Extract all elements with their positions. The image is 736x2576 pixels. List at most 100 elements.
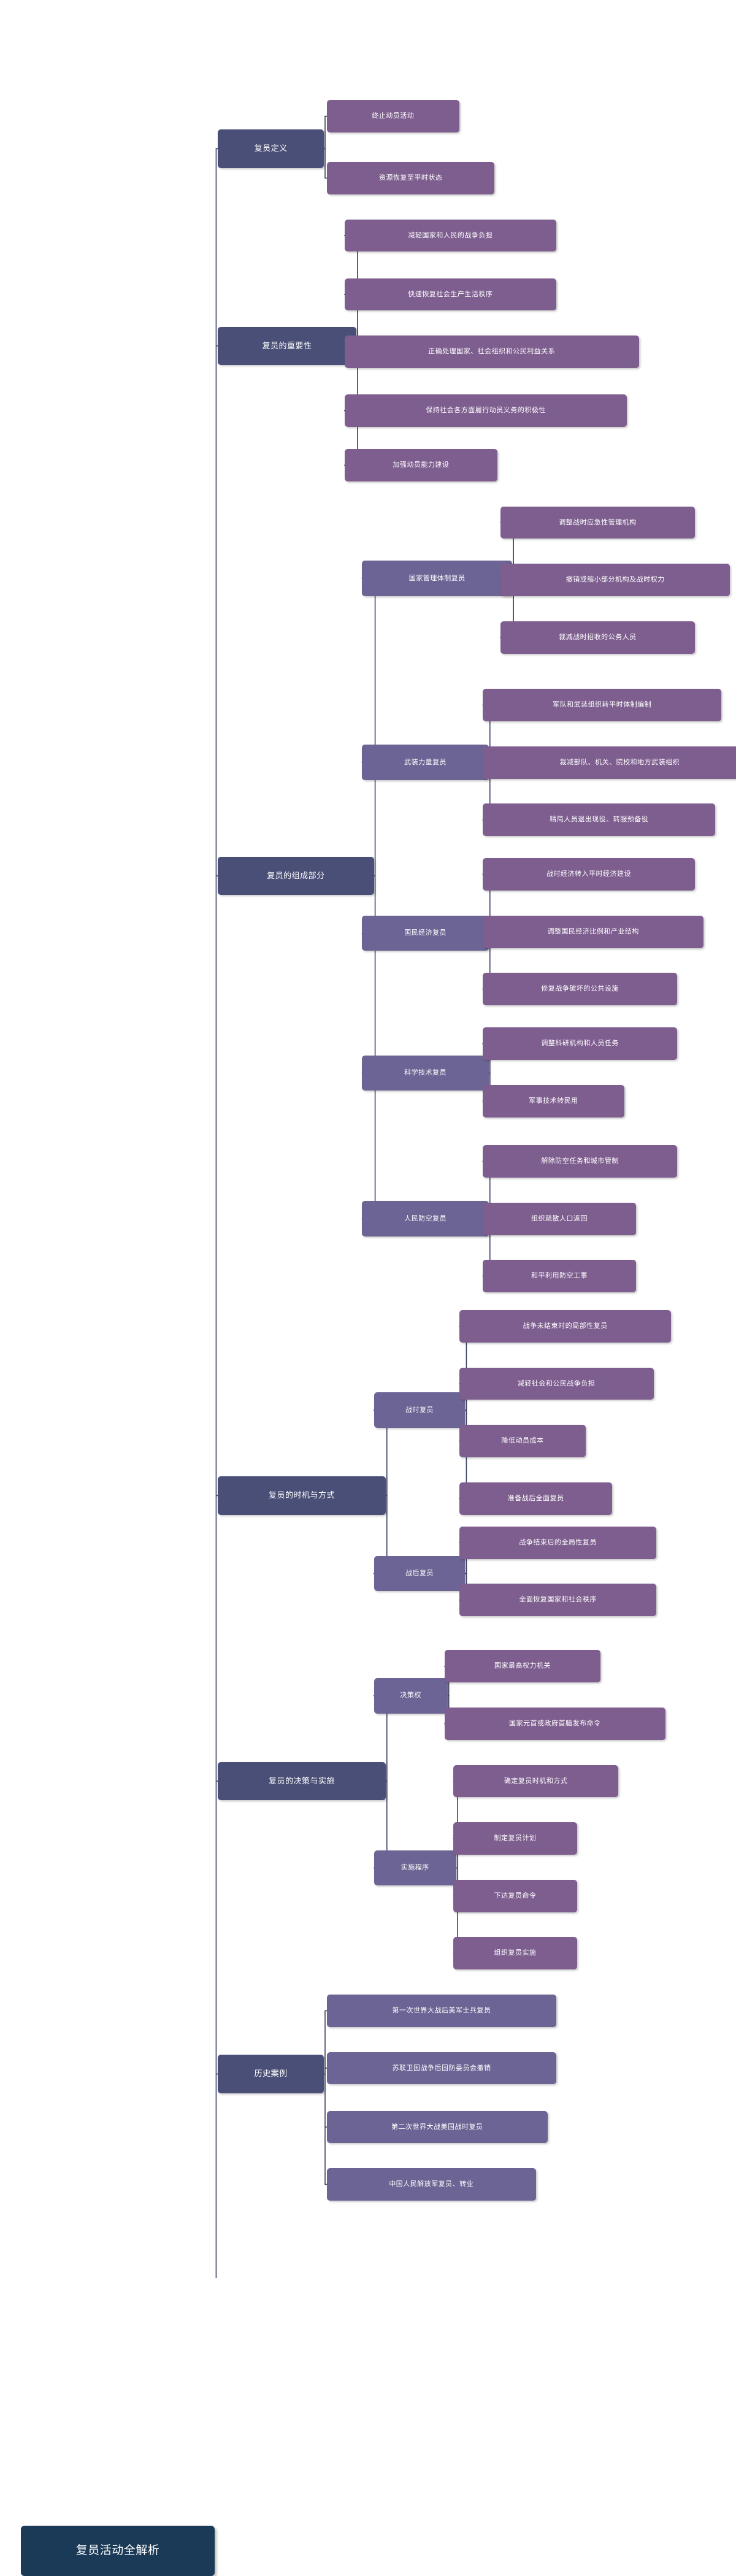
mindmap-node-b2c5[interactable]: 加强动员能力建设 xyxy=(344,449,498,481)
node-label: 调整战时应急性管理机构 xyxy=(559,518,637,526)
node-label: 战后复员 xyxy=(405,1570,434,1577)
mindmap-node-b5s2c1[interactable]: 确定复员时机和方式 xyxy=(453,1765,618,1798)
node-label: 国民经济复员 xyxy=(404,929,447,937)
node-label: 中国人民解放军复员、转业 xyxy=(389,2180,474,2188)
mindmap-node-b3s2c3[interactable]: 精简人员退出现役、转服预备役 xyxy=(483,803,716,837)
node-label: 实施程序 xyxy=(401,1864,429,1872)
mindmap-node-b4s1c3[interactable]: 降低动员成本 xyxy=(459,1425,586,1457)
node-label: 战争未结束时的局部性复员 xyxy=(523,1322,608,1330)
node-label: 科学技术复员 xyxy=(404,1069,447,1077)
mindmap-node-b3s1[interactable]: 国家管理体制复员 xyxy=(362,561,513,596)
node-label: 裁减部队、机关、院校和地方武装组织 xyxy=(559,758,680,766)
node-label: 制定复员计划 xyxy=(494,1834,537,1842)
mindmap-node-b3s2c2[interactable]: 裁减部队、机关、院校和地方武装组织 xyxy=(483,746,736,779)
node-label: 历史案例 xyxy=(254,2069,288,2079)
mindmap-node-b5s2[interactable]: 实施程序 xyxy=(374,1850,456,1886)
node-label: 修复战争破坏的公共设施 xyxy=(541,985,619,993)
mindmap-node-b4s1c1[interactable]: 战争未结束时的局部性复员 xyxy=(459,1310,672,1343)
mindmap-node-b3s1c3[interactable]: 裁减战时招收的公务人员 xyxy=(500,621,695,654)
node-label: 复员活动全解析 xyxy=(75,2544,160,2558)
mindmap-node-b3s3[interactable]: 国民经济复员 xyxy=(362,915,489,951)
mindmap-node-b3s5c2[interactable]: 组织疏散人口返回 xyxy=(483,1202,636,1235)
mindmap-node-b4s2c1[interactable]: 战争结束后的全局性复员 xyxy=(459,1526,657,1559)
mindmap-node-b2c1[interactable]: 减轻国家和人民的战争负担 xyxy=(344,219,557,252)
mindmap-node-b3s3c2[interactable]: 调整国民经济比例和产业结构 xyxy=(483,915,704,948)
node-label: 正确处理国家、社会组织和公民利益关系 xyxy=(428,348,556,356)
node-label: 调整国民经济比例和产业结构 xyxy=(547,927,639,935)
mindmap-node-b3s5c3[interactable]: 和平利用防空工事 xyxy=(483,1260,636,1293)
mindmap-node-b3s2c1[interactable]: 军队和武装组织转平时体制编制 xyxy=(483,689,721,721)
mindmap-node-b3s1c2[interactable]: 撤销或缩小部分机构及战时权力 xyxy=(500,564,730,596)
node-label: 裁减战时招收的公务人员 xyxy=(559,633,637,641)
mindmap-node-b5s2c3[interactable]: 下达复员命令 xyxy=(453,1879,577,1912)
node-label: 全面恢复国家和社会秩序 xyxy=(519,1596,597,1604)
node-label: 确定复员时机和方式 xyxy=(504,1777,568,1785)
node-label: 保持社会各方面履行动员义务的积极性 xyxy=(426,407,546,415)
mindmap-node-b5s1c1[interactable]: 国家最高权力机关 xyxy=(444,1650,601,1683)
node-label: 资源恢复至平时状态 xyxy=(378,174,443,182)
mindmap-node-b1c2[interactable]: 资源恢复至平时状态 xyxy=(326,162,495,194)
mindmap-node-b3s3c1[interactable]: 战时经济转入平时经济建设 xyxy=(483,858,695,891)
node-label: 加强动员能力建设 xyxy=(393,461,450,469)
mindmap-node-b5s1[interactable]: 决策权 xyxy=(374,1678,448,1714)
mindmap-node-b2[interactable]: 复员的重要性 xyxy=(218,326,356,366)
node-label: 战时复员 xyxy=(405,1406,434,1414)
mindmap-node-b3s1c1[interactable]: 调整战时应急性管理机构 xyxy=(500,506,695,539)
node-label: 国家最高权力机关 xyxy=(494,1662,551,1670)
node-label: 战时经济转入平时经济建设 xyxy=(546,870,631,878)
node-label: 调整科研机构和人员任务 xyxy=(541,1040,619,1048)
node-label: 组织复员实施 xyxy=(494,1949,537,1957)
mindmap-node-b6c2[interactable]: 苏联卫国战争后国防委员会撤销 xyxy=(326,2052,557,2085)
node-label: 复员的时机与方式 xyxy=(268,1490,335,1500)
node-label: 武装力量复员 xyxy=(404,758,447,766)
mindmap-node-b3[interactable]: 复员的组成部分 xyxy=(218,856,374,895)
node-label: 下达复员命令 xyxy=(494,1892,537,1899)
mindmap-node-b3s5[interactable]: 人民防空复员 xyxy=(362,1201,489,1236)
mindmap-node-b3s4c2[interactable]: 军事技术转民用 xyxy=(483,1084,624,1117)
node-label: 复员的决策与实施 xyxy=(268,1776,335,1785)
mindmap-node-b6c1[interactable]: 第一次世界大战后美军士兵复员 xyxy=(326,1995,557,2027)
mindmap-node-b1[interactable]: 复员定义 xyxy=(218,129,324,168)
mindmap-node-b5s1c2[interactable]: 国家元首或政府首脑发布命令 xyxy=(444,1708,665,1740)
mindmap-node-b5s2c2[interactable]: 制定复员计划 xyxy=(453,1822,577,1855)
mindmap-node-b1c1[interactable]: 终止动员活动 xyxy=(326,100,459,132)
mindmap-node-b4s1c2[interactable]: 减轻社会和公民战争负担 xyxy=(459,1367,654,1400)
node-label: 撤销或缩小部分机构及战时权力 xyxy=(565,576,665,584)
node-label: 终止动员活动 xyxy=(372,112,415,120)
node-label: 苏联卫国战争后国防委员会撤销 xyxy=(392,2064,491,2072)
node-label: 军事技术转民用 xyxy=(529,1097,578,1105)
mindmap-node-b2c2[interactable]: 快速恢复社会生产生活秩序 xyxy=(344,278,557,311)
mindmap-node-b6[interactable]: 历史案例 xyxy=(218,2055,324,2093)
mindmap-root-node-root[interactable]: 复员活动全解析 xyxy=(20,2526,215,2576)
mindmap-canvas: 复员活动全解析 复员定义 终止动员活动资源恢复至平时状态复员的重要性 减轻国家和人民的… xyxy=(20,100,736,2576)
node-label: 国家元首或政府首脑发布命令 xyxy=(509,1720,601,1728)
node-label: 复员的重要性 xyxy=(262,340,312,350)
node-label: 和平利用防空工事 xyxy=(531,1272,588,1280)
mindmap-node-b4s1c4[interactable]: 准备战后全面复员 xyxy=(459,1482,613,1515)
node-label: 决策权 xyxy=(400,1692,421,1700)
node-label: 减轻国家和人民的战争负担 xyxy=(408,231,493,239)
node-label: 人民防空复员 xyxy=(404,1214,447,1222)
node-label: 组织疏散人口返回 xyxy=(531,1214,588,1222)
mindmap-node-b5s2c4[interactable]: 组织复员实施 xyxy=(453,1937,577,1970)
node-label: 减轻社会和公民战争负担 xyxy=(517,1379,596,1387)
mindmap-node-b3s5c1[interactable]: 解除防空任务和城市管制 xyxy=(483,1145,677,1178)
mindmap-node-b6c3[interactable]: 第二次世界大战美国战时复员 xyxy=(326,2110,548,2144)
node-label: 第二次世界大战美国战时复员 xyxy=(391,2123,483,2131)
mindmap-node-b4s2c2[interactable]: 全面恢复国家和社会秩序 xyxy=(459,1584,657,1617)
mindmap-node-b3s4c1[interactable]: 调整科研机构和人员任务 xyxy=(483,1027,677,1060)
mindmap-node-b4[interactable]: 复员的时机与方式 xyxy=(218,1476,386,1515)
mindmap-node-b5[interactable]: 复员的决策与实施 xyxy=(218,1761,386,1801)
mindmap-node-b6c4[interactable]: 中国人民解放军复员、转业 xyxy=(326,2168,536,2201)
node-label: 降低动员成本 xyxy=(501,1437,544,1445)
mindmap-node-b3s2[interactable]: 武装力量复员 xyxy=(362,745,489,780)
mindmap-node-b3s4[interactable]: 科学技术复员 xyxy=(362,1055,489,1091)
node-label: 第一次世界大战后美军士兵复员 xyxy=(392,2007,491,2015)
mindmap-node-b4s2[interactable]: 战后复员 xyxy=(374,1555,466,1592)
mindmap-node-b2c3[interactable]: 正确处理国家、社会组织和公民利益关系 xyxy=(344,335,639,368)
mindmap-node-b2c4[interactable]: 保持社会各方面履行动员义务的积极性 xyxy=(344,394,627,427)
mindmap-node-b3s3c3[interactable]: 修复战争破坏的公共设施 xyxy=(483,973,677,1006)
node-label: 军队和武装组织转平时体制编制 xyxy=(553,701,652,709)
mindmap-node-b4s1[interactable]: 战时复员 xyxy=(374,1392,466,1428)
node-label: 解除防空任务和城市管制 xyxy=(541,1157,619,1165)
